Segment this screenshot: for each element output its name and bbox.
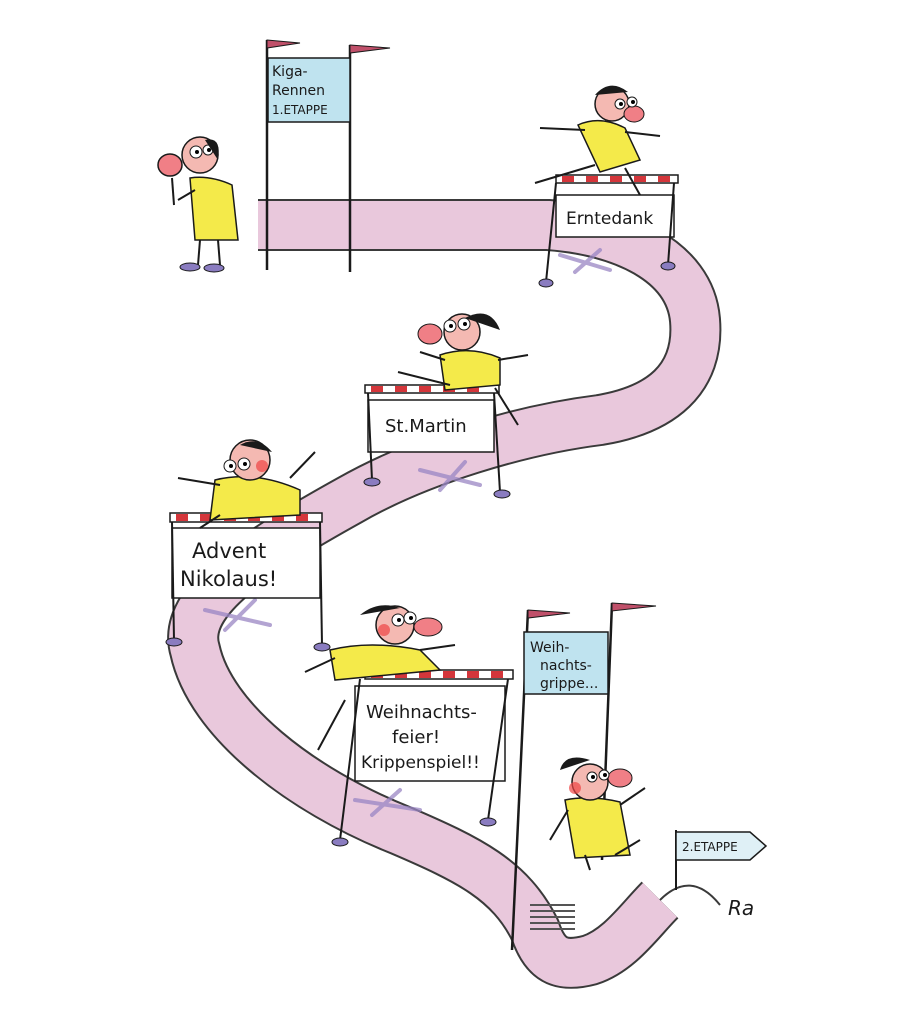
hurdle-erntedank: Erntedank [538, 174, 679, 288]
hurdle-feier-line2: feier! [392, 727, 440, 748]
pennant-flag-icon [266, 39, 301, 49]
hurdle-weihnachtsfeier: Weihnachts- feier! Krippenspiel!! [331, 669, 514, 847]
cartoon-runner-icon [549, 757, 646, 871]
hurdle-st-martin: St.Martin [363, 384, 511, 499]
hurdle-advent-line1: Advent [192, 539, 266, 563]
hurdle-feier-line3: Krippenspiel!! [361, 753, 480, 773]
next-stage-sign: 2.ETAPPE [675, 830, 768, 890]
hurdle-st-martin-label: St.Martin [385, 416, 467, 437]
cartoon-runner-icon [304, 605, 456, 751]
cartoon-runner-icon [534, 85, 661, 196]
track-tail [659, 884, 721, 906]
start-banner: Kiga- Rennen 1.ETAPPE [265, 39, 391, 272]
race-track [167, 199, 722, 989]
drain-grate [530, 904, 575, 930]
cartoon-runner-icon [177, 439, 316, 529]
pennant-flag-icon [611, 602, 657, 612]
artist-signature: Ra [728, 896, 754, 920]
hurdle-feier-line1: Weihnachts- [366, 702, 477, 723]
end-banner-line1: Weih- [530, 640, 569, 656]
end-banner-line2: nachts- [540, 658, 592, 674]
track-fill [169, 201, 720, 987]
hurdle-erntedank-label: Erntedank [566, 209, 653, 229]
cartoon-runner-icon [157, 136, 239, 273]
pennant-flag-icon [527, 609, 571, 619]
start-banner-line3: 1.ETAPPE [272, 103, 328, 117]
end-banner-line3: grippe... [540, 676, 598, 692]
cartoon-runner-icon [397, 313, 529, 426]
start-banner-line2: Rennen [272, 83, 325, 99]
scuff-marks [203, 248, 612, 817]
pennant-flag-icon [349, 44, 391, 54]
start-banner-line1: Kiga- [272, 64, 308, 80]
next-stage-label: 2.ETAPPE [682, 840, 738, 854]
end-banner: Weih- nachts- grippe... [510, 602, 657, 951]
hurdle-advent-line2: Nikolaus! [180, 567, 277, 591]
